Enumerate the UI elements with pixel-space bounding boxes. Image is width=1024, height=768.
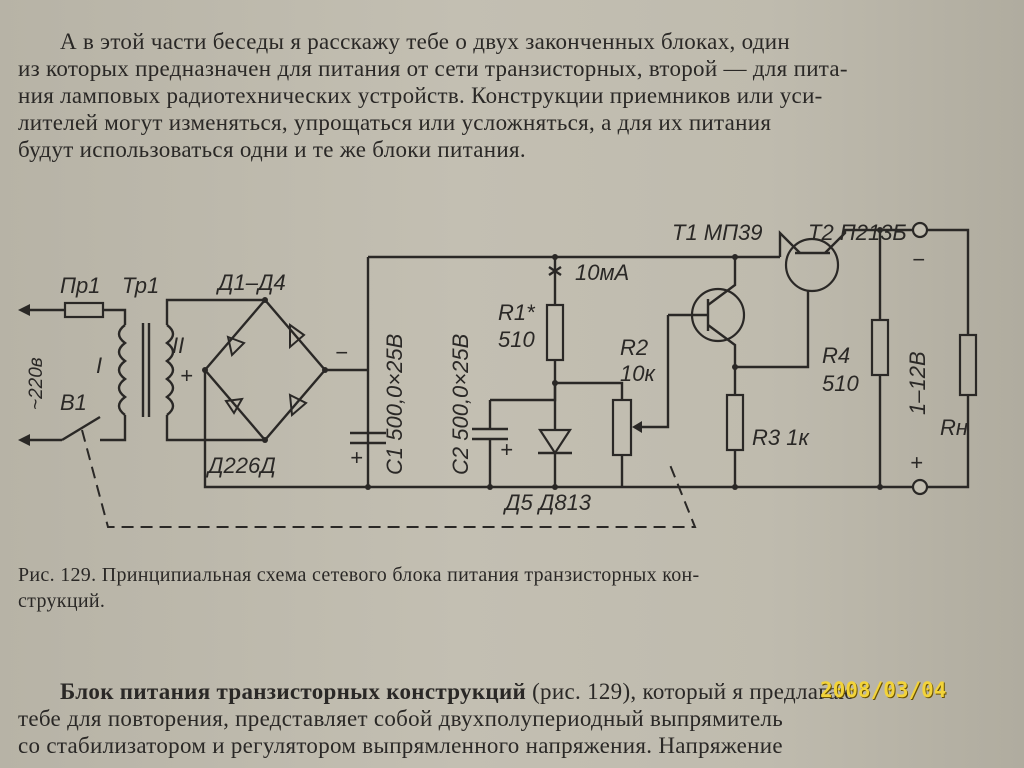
out-plus: + (910, 450, 923, 475)
r2-value: 10к (620, 361, 656, 386)
resistor-r1: 10мА R1* 510 (498, 254, 629, 430)
text-line: лителей могут изменяться, упрощаться или… (18, 110, 772, 135)
t1-label: Т1 МП39 (672, 220, 763, 245)
transformer: Тр1 I II (96, 273, 265, 442)
mains-label: ~220в (26, 357, 47, 410)
resistor-r4: R4 510 (822, 227, 890, 490)
output-terminals: − + 1–12В Rн (880, 221, 978, 496)
t2-label: Т2 П213Б (808, 220, 907, 245)
switch-label: В1 (60, 390, 87, 415)
r3-label: R3 1к (752, 425, 810, 450)
caption-line: Рис. 129. Принципиальная схема сетевого … (18, 564, 700, 586)
caption-line: струкций. (18, 590, 106, 612)
text-line: со стабилизатором и регулятором выпрямле… (18, 733, 783, 758)
r4-label: R4 (822, 343, 850, 368)
diode-type-label: Д226Д (205, 453, 276, 478)
camera-datestamp: 2008/03/04 (820, 678, 947, 702)
intro-paragraph: А в этой части беседы я расскажу тебе о … (18, 28, 998, 163)
r4-value: 510 (822, 371, 859, 396)
text-line: А в этой части беседы я расскажу тебе о … (60, 29, 790, 54)
transistor-t1: Т1 МП39 (668, 220, 763, 395)
text-line: ния ламповых радиотехнических устройств.… (18, 83, 823, 108)
fuse-label: Пр1 (60, 273, 100, 298)
c1-label: С1 500,0×25В (382, 334, 407, 475)
capacitor-c2: + С2 500,0×25В (448, 334, 557, 490)
c1-plus: + (350, 445, 363, 470)
c2-plus: + (500, 437, 513, 462)
mechanical-link (81, 429, 697, 528)
fuse: Пр1 (60, 273, 127, 325)
load-label: Rн (940, 415, 968, 440)
zener-label: Д5 Д813 (502, 490, 592, 515)
circuit-schematic: ~220в Пр1 В1 Тр1 I II (18, 220, 978, 528)
mains-input: ~220в (18, 304, 65, 446)
winding-1-label: I (96, 353, 102, 378)
c2-label: С2 500,0×25В (448, 334, 473, 475)
transformer-label: Тр1 (122, 273, 159, 298)
diodes-label: Д1–Д4 (215, 270, 286, 295)
potentiometer-r2: R2 10к (555, 315, 670, 487)
zener-diode-d5: Д5 Д813 (502, 428, 592, 515)
winding-2-label: II (172, 333, 184, 358)
text-line: из которых предназначен для питания от с… (18, 56, 848, 81)
text-line: будут использоваться одни и те же блоки … (18, 137, 526, 162)
r1-value: 510 (498, 327, 535, 352)
text-line: Блок питания транзисторных конструкций (… (18, 678, 1003, 705)
r2-label: R2 (620, 335, 648, 360)
rectifier-plus: + (180, 363, 193, 388)
text-fragment: (рис. 129), который я предлагаю (526, 679, 856, 704)
body-paragraph: Блок питания транзисторных конструкций (… (18, 678, 1003, 759)
section-heading: Блок питания транзисторных конструкций (60, 679, 527, 704)
figure-caption: Рис. 129. Принципиальная схема сетевого … (18, 562, 998, 614)
text-line: тебе для повторения, представляет собой … (18, 706, 784, 731)
output-voltage-label: 1–12В (905, 351, 930, 415)
capacitor-c1: + С1 500,0×25В (350, 334, 407, 490)
out-minus: − (912, 247, 925, 272)
rectifier-minus: − (335, 340, 348, 365)
current-label: 10мА (575, 260, 629, 285)
switch: В1 (60, 390, 127, 442)
r1-label: R1* (498, 300, 536, 325)
diode-bridge: Д1–Д4 Д226Д + − (180, 270, 348, 478)
resistor-r3: R3 1к (725, 393, 810, 490)
